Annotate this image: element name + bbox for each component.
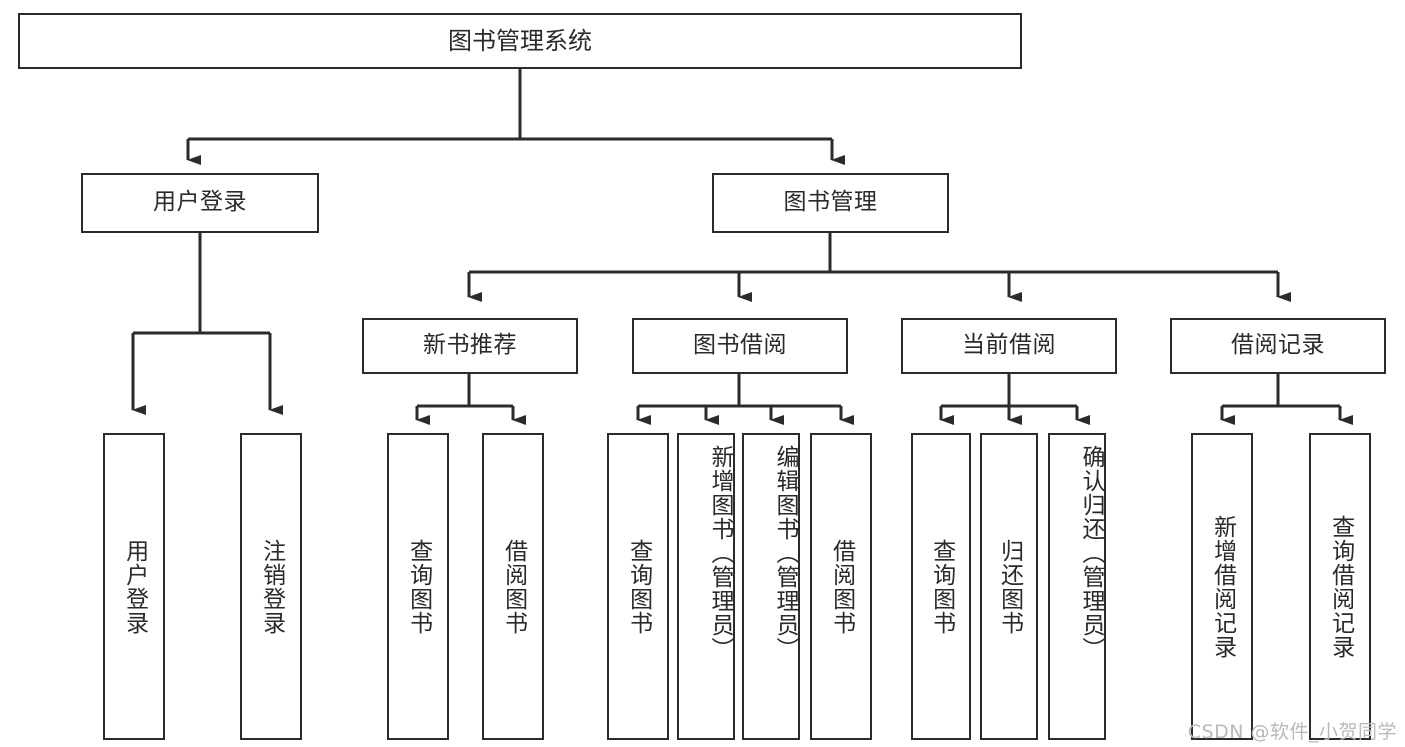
node-label: 图书管理系统 <box>448 26 592 55</box>
node-leaf-edit-book-admin[interactable]: 编辑图书（管理员） <box>742 433 800 740</box>
node-leaf-return-book[interactable]: 归还图书 <box>980 433 1038 740</box>
node-label: 当前借阅 <box>962 332 1056 359</box>
node-leaf-add-borrow-record[interactable]: 新增借阅记录 <box>1191 433 1253 740</box>
node-borrow-record[interactable]: 借阅记录 <box>1170 318 1386 374</box>
watermark: CSDN @软件_小贺同学 <box>1187 721 1397 743</box>
node-label: 图书管理 <box>783 189 878 216</box>
node-label: 新书推荐 <box>423 332 517 359</box>
node-leaf-logout-login[interactable]: 注销登录 <box>240 433 302 740</box>
node-label: 借阅记录 <box>1231 332 1325 359</box>
node-leaf-confirm-return-admin[interactable]: 确认归还（管理员） <box>1048 433 1106 740</box>
node-leaf-add-book-admin[interactable]: 新增图书（管理员） <box>677 433 735 740</box>
node-current-borrow[interactable]: 当前借阅 <box>901 318 1117 374</box>
node-label: 确认归还（管理员） <box>1078 445 1104 661</box>
node-label: 查询图书 <box>625 538 652 635</box>
node-new-book-recommend[interactable]: 新书推荐 <box>362 318 578 374</box>
node-label: 用户登录 <box>121 538 148 635</box>
node-label: 查询图书 <box>405 538 432 635</box>
node-label: 用户登录 <box>153 189 247 216</box>
node-label: 归还图书 <box>996 538 1023 635</box>
node-leaf-borrow-book-recommend[interactable]: 借阅图书 <box>482 433 544 740</box>
node-leaf-borrow-book[interactable]: 借阅图书 <box>810 433 872 740</box>
node-label: 查询借阅记录 <box>1327 514 1354 659</box>
node-label: 借阅图书 <box>828 538 855 635</box>
node-leaf-user-login[interactable]: 用户登录 <box>103 433 165 740</box>
node-leaf-query-book-recommend[interactable]: 查询图书 <box>387 433 449 740</box>
node-leaf-query-book-borrow[interactable]: 查询图书 <box>607 433 669 740</box>
node-root-book-management-system[interactable]: 图书管理系统 <box>18 13 1022 69</box>
node-label: 编辑图书（管理员） <box>772 445 798 661</box>
node-leaf-query-borrow-record[interactable]: 查询借阅记录 <box>1309 433 1371 740</box>
node-label: 图书借阅 <box>693 332 787 359</box>
node-book-borrow[interactable]: 图书借阅 <box>632 318 848 374</box>
node-label: 注销登录 <box>258 538 285 635</box>
node-label: 借阅图书 <box>500 538 527 635</box>
node-user-login[interactable]: 用户登录 <box>81 173 319 233</box>
node-leaf-query-book-current[interactable]: 查询图书 <box>911 433 971 740</box>
node-book-management[interactable]: 图书管理 <box>712 173 949 233</box>
node-label: 查询图书 <box>928 538 955 635</box>
node-label: 新增图书（管理员） <box>707 445 733 661</box>
node-label: 新增借阅记录 <box>1209 514 1236 659</box>
